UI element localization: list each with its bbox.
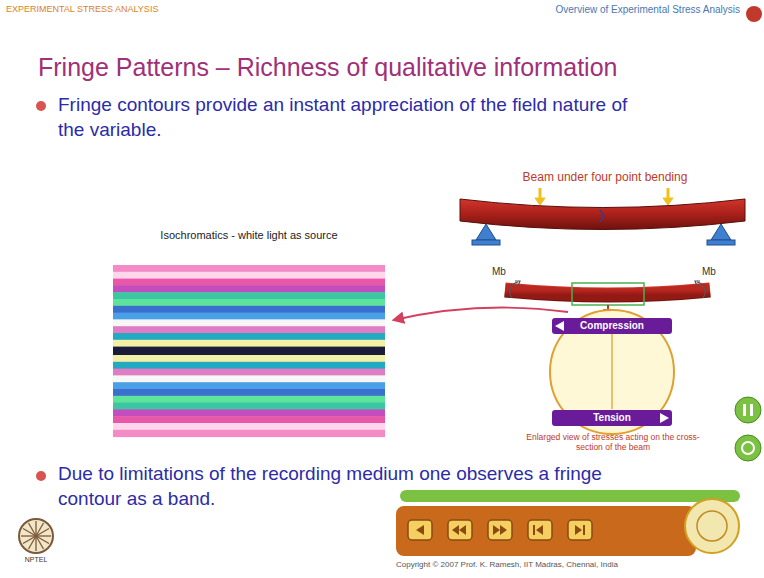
wheel-spoke — [35, 521, 36, 536]
fringe-band — [113, 306, 385, 313]
wheel-spoke — [23, 536, 36, 544]
fringe-band — [113, 285, 385, 292]
fringe-band — [113, 423, 385, 430]
fringe-band — [113, 382, 385, 389]
moment-label: Mb — [702, 266, 732, 278]
enlarged-view — [550, 310, 674, 434]
nptel-logo — [19, 519, 53, 553]
bullet-dot — [36, 471, 46, 481]
wheel-spoke — [21, 535, 36, 536]
fringe-band — [113, 416, 385, 423]
isochromatic-fringes — [113, 265, 385, 437]
section-header: Overview of Experimental Stress Analysis — [440, 4, 740, 16]
fringe-band — [113, 272, 385, 279]
view-caption: Enlarged view of stresses acting on the … — [517, 432, 709, 452]
direction-arrow — [659, 413, 669, 423]
figure-caption: Beam under four point bending — [500, 170, 710, 184]
fringe-band — [113, 347, 385, 356]
figure-caption: Isochromatics - white light as source — [113, 229, 385, 242]
slide-title: Fringe Patterns – Richness of qualitativ… — [38, 52, 738, 82]
wheel-spoke — [36, 536, 44, 549]
fringe-band — [113, 333, 385, 340]
stress-band: Tension — [552, 410, 672, 426]
fringe-band — [113, 279, 385, 286]
copyright-note: Copyright © 2007 Prof. K. Ramesh, IIT Ma… — [396, 560, 716, 570]
fringe-band — [113, 313, 385, 320]
fringe-band — [113, 340, 385, 347]
fringe-band — [113, 362, 385, 369]
slide-badge — [746, 6, 762, 22]
stress-band: Compression — [552, 318, 672, 334]
beam-figure — [460, 188, 745, 245]
fringe-band — [113, 430, 385, 437]
bullet-dot — [36, 101, 46, 111]
band-label: Compression — [566, 319, 658, 333]
fringe-band — [113, 409, 385, 416]
fringe-band — [113, 369, 385, 376]
bullet-text: Fringe contours provide an instant appre… — [58, 93, 658, 142]
wheel-spoke — [35, 536, 36, 551]
course-header: EXPERIMENTAL STRESS ANALYSIS — [6, 4, 306, 15]
bullet-text: Due to limitations of the recording medi… — [58, 462, 658, 511]
fringe-band — [113, 326, 385, 333]
fringe-band — [113, 389, 385, 396]
fringe-band — [113, 396, 385, 403]
fringe-band — [113, 299, 385, 306]
wheel-spoke — [36, 535, 51, 536]
fringe-band — [113, 355, 385, 362]
fringe-band — [113, 265, 385, 272]
moment-label: Mb — [492, 266, 522, 278]
fringe-band — [113, 375, 385, 382]
fringe-band — [113, 319, 385, 326]
wheel-spoke — [29, 523, 37, 536]
pointer-arrow — [394, 308, 568, 321]
fringe-band — [113, 403, 385, 410]
direction-arrow — [555, 321, 565, 331]
logo-text: NPTEL — [11, 556, 61, 564]
band-label: Tension — [579, 411, 645, 425]
fringe-band — [113, 292, 385, 299]
wheel-spoke — [36, 529, 49, 537]
